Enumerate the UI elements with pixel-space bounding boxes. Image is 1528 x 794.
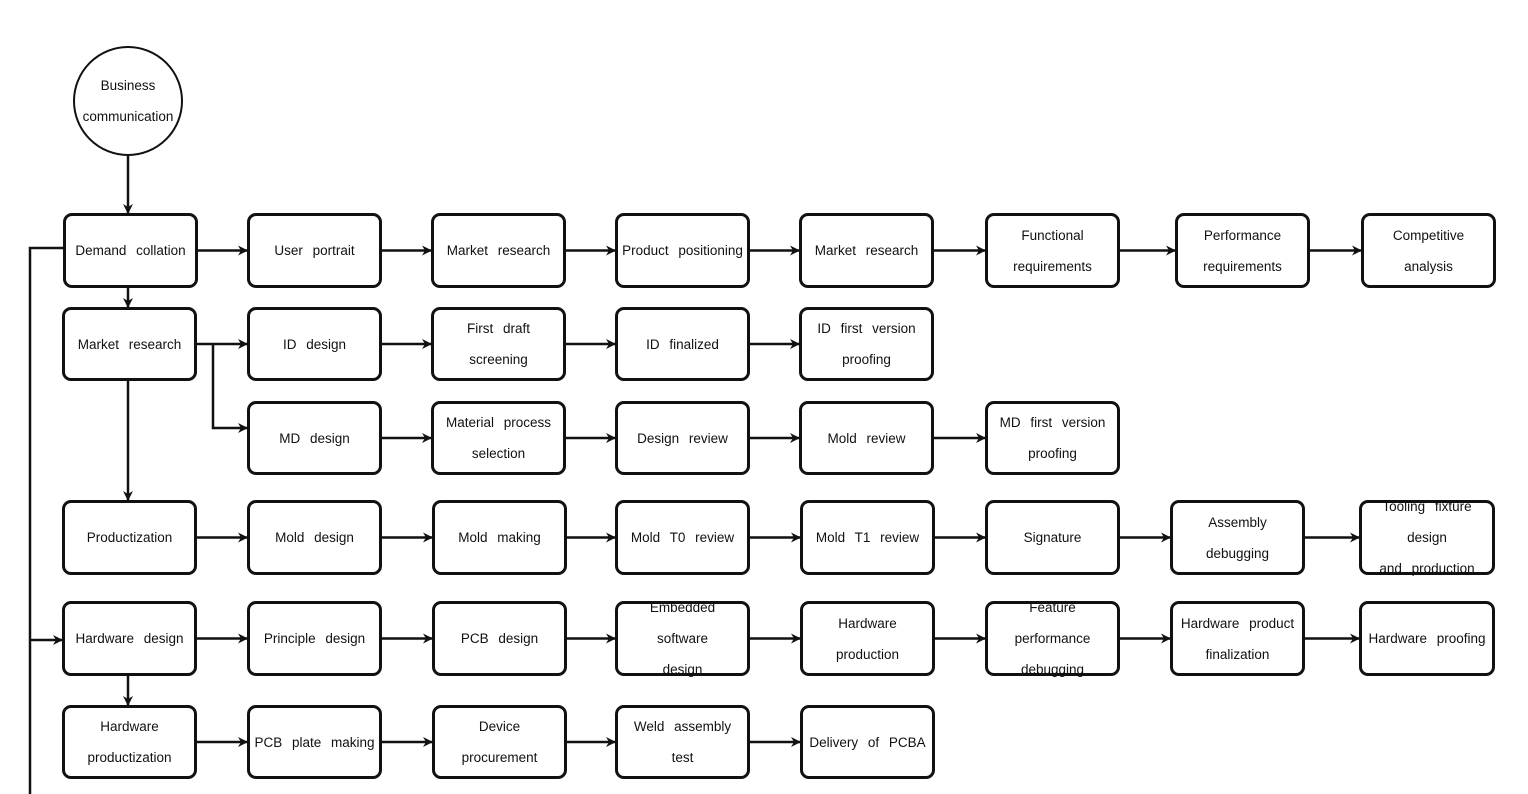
node-label: Hardware product finalization xyxy=(1180,615,1295,662)
node-label: Market research xyxy=(814,243,919,258)
node-md-design: MD design xyxy=(247,401,382,475)
node-principle-design: Principle design xyxy=(247,601,382,676)
node-label: Product positioning xyxy=(622,243,743,258)
node-productization: Productization xyxy=(62,500,197,575)
node-label: MD first version proofing xyxy=(999,415,1106,461)
node-label: Assembly debugging xyxy=(1205,514,1270,561)
node-label: Hardware production xyxy=(835,615,900,662)
node-label: Tooling fixture design and production xyxy=(1379,499,1475,576)
node-label: PCB plate making xyxy=(254,734,375,750)
node-label: ID design xyxy=(282,336,347,352)
node-label: Demand collation xyxy=(75,243,186,258)
node-label: Mold T1 review xyxy=(815,530,920,545)
node-label: Mold review xyxy=(827,430,906,446)
node-label: Competitive analysis xyxy=(1392,227,1465,274)
node-pcb-plate-making: PCB plate making xyxy=(247,705,382,779)
node-mold-design: Mold design xyxy=(247,500,382,575)
node-label: PCB design xyxy=(460,631,539,646)
node-label: Market research xyxy=(77,336,182,352)
node-label: Signature xyxy=(1023,530,1082,545)
node-hardware-design: Hardware design xyxy=(62,601,197,676)
node-label: Weld assembly test xyxy=(633,719,732,765)
node-product-positioning: Product positioning xyxy=(615,213,750,288)
node-label: Productization xyxy=(86,530,173,545)
node-signature: Signature xyxy=(985,500,1120,575)
node-md-first-version-proofing: MD first version proofing xyxy=(985,401,1120,475)
node-label: MD design xyxy=(279,430,350,446)
node-label: Hardware proofing xyxy=(1368,631,1486,646)
node-label: Mold design xyxy=(275,530,354,545)
node-label: Design review xyxy=(637,430,728,446)
node-id-first-version-proofing: ID first version proofing xyxy=(799,307,934,381)
node-feature-performance-debugging: Feature performance debugging xyxy=(985,600,1120,677)
node-label: Delivery of PCBA xyxy=(809,734,926,750)
node-competitive-analysis: Competitive analysis xyxy=(1361,213,1496,288)
node-pcb-design: PCB design xyxy=(432,601,567,676)
start-label: Business communication xyxy=(82,78,174,124)
node-label: Mold making xyxy=(458,530,541,545)
node-mold-making: Mold making xyxy=(432,500,567,575)
node-first-draft-screening: First draft screening xyxy=(431,307,566,381)
start-circle: Business communication xyxy=(73,46,183,156)
node-label: Hardware productization xyxy=(87,719,172,765)
node-label: Market research xyxy=(446,243,551,258)
node-design-review: Design review xyxy=(615,401,750,475)
node-label: User portrait xyxy=(274,243,355,258)
node-hardware-production: Hardware production xyxy=(800,601,935,676)
node-weld-assembly-test: Weld assembly test xyxy=(615,705,750,779)
node-material-process-selection: Material process selection xyxy=(431,401,566,475)
node-demand-collation: Demand collation xyxy=(63,213,198,288)
node-label: Performance requirements xyxy=(1203,227,1282,274)
node-performance-requirements: Performance requirements xyxy=(1175,213,1310,288)
node-tooling-fixture: Tooling fixture design and production xyxy=(1359,499,1495,576)
node-hardware-productization: Hardware productization xyxy=(62,705,197,779)
node-label: Device procurement xyxy=(461,719,538,765)
node-label: Material process selection xyxy=(445,415,552,461)
node-delivery-of-pcba: Delivery of PCBA xyxy=(800,705,935,779)
node-id-finalized: ID finalized xyxy=(615,307,750,381)
node-label: Principle design xyxy=(263,631,366,646)
node-mold-t0-review: Mold T0 review xyxy=(615,500,750,575)
node-label: First draft screening xyxy=(466,321,530,367)
feed-line-top xyxy=(28,246,63,794)
node-device-procurement: Device procurement xyxy=(432,705,567,779)
node-hardware-proofing: Hardware proofing xyxy=(1359,601,1495,676)
node-label: Functional requirements xyxy=(1013,227,1092,274)
node-market-research-1: Market research xyxy=(431,213,566,288)
node-functional-requirements: Functional requirements xyxy=(985,213,1120,288)
node-market-research-main: Market research xyxy=(62,307,197,381)
node-id-design: ID design xyxy=(247,307,382,381)
node-embedded-software-design: Embedded software design xyxy=(615,600,750,677)
node-label: Hardware design xyxy=(75,631,184,646)
node-user-portrait: User portrait xyxy=(247,213,382,288)
node-hardware-product-finalization: Hardware product finalization xyxy=(1170,601,1305,676)
node-label: ID first version proofing xyxy=(817,321,916,367)
node-label: Embedded software design xyxy=(649,600,716,677)
node-mold-review: Mold review xyxy=(799,401,934,475)
node-label: Mold T0 review xyxy=(630,530,735,545)
node-assembly-debugging: Assembly debugging xyxy=(1170,500,1305,575)
node-label: Feature performance debugging xyxy=(1014,600,1091,677)
arrow-market-research-to-md-design xyxy=(211,344,248,433)
node-mold-t1-review: Mold T1 review xyxy=(800,500,935,575)
node-market-research-2: Market research xyxy=(799,213,934,288)
node-label: ID finalized xyxy=(646,336,719,352)
